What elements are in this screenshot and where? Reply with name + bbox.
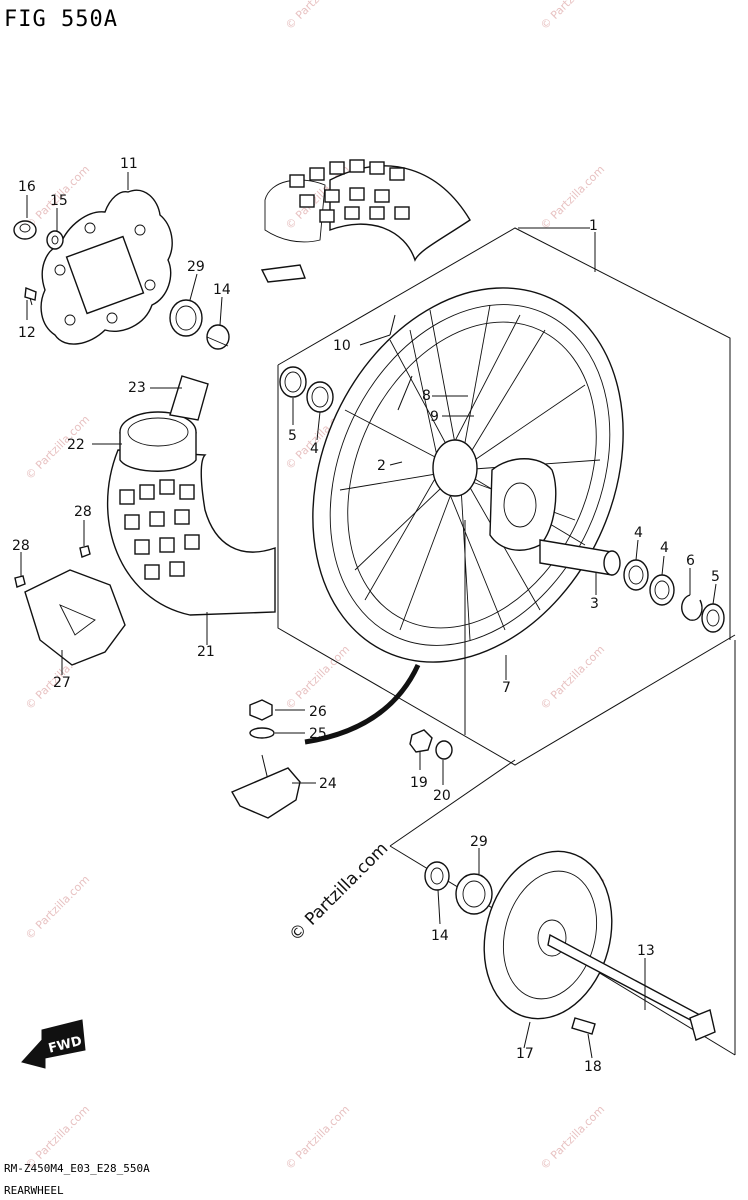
disc-bolt-nut xyxy=(13,220,37,240)
leader-lines xyxy=(20,172,717,1059)
spacer-center xyxy=(539,539,621,576)
callouts: 1 2 3 4 4 4 5 5 6 7 8 9 10 11 12 13 14 1… xyxy=(12,156,720,1075)
callout-5: 5 xyxy=(288,428,297,444)
callout-9: 9 xyxy=(430,409,439,425)
rear-sprocket xyxy=(483,850,613,1020)
callout-6: 6 xyxy=(686,553,695,569)
oil-seal-sprocket xyxy=(455,873,493,915)
callout-27: 27 xyxy=(53,675,71,691)
rim-lock xyxy=(231,754,301,819)
callout-17: 17 xyxy=(516,1046,534,1062)
brake-disc xyxy=(40,189,173,345)
callout-18: 18 xyxy=(584,1059,602,1075)
watermark-text: © Partzilla.com xyxy=(283,1103,352,1172)
washer xyxy=(46,230,64,250)
callout-1: 1 xyxy=(589,218,598,234)
valve-nut xyxy=(249,699,273,721)
callout-4: 4 xyxy=(310,441,319,457)
disc-bolt xyxy=(24,287,37,306)
callout-19: 19 xyxy=(410,775,428,791)
guard-bolt xyxy=(79,545,91,558)
watermark-text: © Partzilla.com xyxy=(283,643,352,712)
spacer-right xyxy=(424,861,450,891)
callout-12: 12 xyxy=(18,325,36,341)
callout-29: 29 xyxy=(470,834,488,850)
figure-name: REARWHEEL xyxy=(4,1184,64,1197)
watermark-text: © Partzilla.com xyxy=(538,1103,607,1172)
oil-seal-hub-left xyxy=(279,366,307,398)
oil-seal-left xyxy=(169,299,203,337)
callout-15: 15 xyxy=(50,193,68,209)
callout-25: 25 xyxy=(309,726,327,742)
callout-20: 20 xyxy=(433,788,451,804)
callout-21: 21 xyxy=(197,644,215,660)
callout-28: 28 xyxy=(12,538,30,554)
watermark-text: © Partzilla.com xyxy=(23,873,92,942)
callout-28: 28 xyxy=(74,504,92,520)
callout-7: 7 xyxy=(502,680,511,696)
guard-bolt xyxy=(14,575,26,588)
callout-16: 16 xyxy=(18,179,36,195)
sprocket-guard xyxy=(24,569,126,666)
valve-stem-tube xyxy=(304,663,421,745)
fwd-arrow-icon: FWD xyxy=(21,1019,86,1069)
watermark-text: © Partzilla.com xyxy=(538,0,607,32)
figure-title: FIG 550A xyxy=(4,7,118,32)
tire-knobs xyxy=(119,159,410,580)
callout-26: 26 xyxy=(309,704,327,720)
hub xyxy=(432,439,557,551)
tire xyxy=(106,159,471,616)
callout-29: 29 xyxy=(187,259,205,275)
circlip xyxy=(681,594,703,621)
callout-14: 14 xyxy=(213,282,231,298)
rim-band xyxy=(119,411,197,472)
spacer-left xyxy=(206,324,230,350)
valve-washer xyxy=(249,727,275,739)
oil-seal-right xyxy=(701,603,725,633)
callout-3: 3 xyxy=(590,596,599,612)
watermark-text: © Partzilla.com xyxy=(538,643,607,712)
callout-5: 5 xyxy=(711,569,720,585)
bearing-right-2 xyxy=(649,574,675,606)
callout-8: 8 xyxy=(422,388,431,404)
callout-23: 23 xyxy=(128,380,146,396)
wheel-rim xyxy=(312,287,624,663)
callout-4: 4 xyxy=(660,540,669,556)
rim-band-flap xyxy=(169,375,209,421)
callout-10: 10 xyxy=(333,338,351,354)
callout-4: 4 xyxy=(634,525,643,541)
callout-13: 13 xyxy=(637,943,655,959)
sprocket-bolt xyxy=(571,1017,596,1035)
rim-nut xyxy=(409,729,433,753)
watermark-text: © Partzilla.com xyxy=(283,0,352,32)
callout-11: 11 xyxy=(120,156,138,172)
callout-2: 2 xyxy=(377,458,386,474)
axle xyxy=(547,933,716,1041)
bearing-right-1 xyxy=(623,559,649,591)
callout-22: 22 xyxy=(67,437,85,453)
center-watermark: © Partzilla.com xyxy=(285,839,392,946)
callout-14: 14 xyxy=(431,928,449,944)
bearing-hub-left xyxy=(306,381,334,413)
callout-24: 24 xyxy=(319,776,337,792)
figure-code: RM-Z450M4_E03_E28_550A xyxy=(4,1162,150,1175)
rim-washer xyxy=(435,740,453,760)
